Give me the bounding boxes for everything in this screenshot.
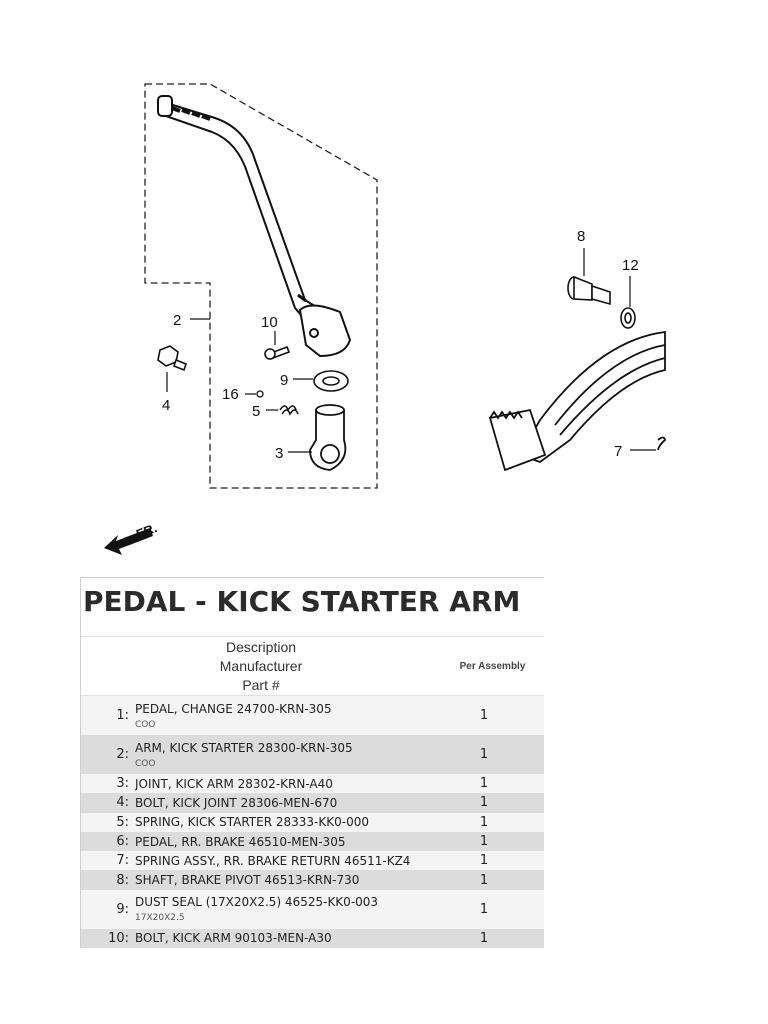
- row-number: 5:: [116, 814, 129, 830]
- leader-lines: [166, 248, 656, 453]
- row-part-description: BOLT, KICK JOINT 28306-MEN-670: [135, 795, 338, 810]
- row-part-description: PEDAL, CHANGE 24700-KRN-305: [135, 701, 332, 716]
- table-row: 5: SPRING, KICK STARTER 28333-KK0-000 1: [81, 812, 544, 832]
- kick-starter-arm: [157, 95, 352, 358]
- row-description: PEDAL, CHANGE 24700-KRN-305 COO: [135, 702, 410, 730]
- steel-ball: [256, 390, 264, 398]
- table-row: 2: ARM, KICK STARTER 28300-KRN-305 COO 1: [81, 735, 544, 774]
- washer: [620, 307, 636, 329]
- assembly-boundary: [144, 83, 378, 489]
- dust-seal: [313, 370, 349, 392]
- callout-16: 16: [222, 386, 239, 403]
- callout-3: 3: [275, 445, 283, 462]
- row-quantity: 1: [479, 708, 489, 723]
- row-number: 9:: [116, 901, 129, 917]
- row-quantity: 1: [479, 814, 489, 830]
- row-quantity: 1: [479, 930, 489, 946]
- callout-2: 2: [173, 312, 181, 329]
- row-part-description: PEDAL, RR. BRAKE 46510-MEN-305: [135, 834, 346, 849]
- header-description: Description: [225, 638, 297, 655]
- callout-7: 7: [614, 443, 622, 460]
- callout-4: 4: [162, 397, 170, 414]
- row-description: DUST SEAL (17X20X2.5) 46525-KK0-003 17X2…: [135, 895, 410, 923]
- row-number: 8:: [116, 872, 129, 888]
- table-row: 6: PEDAL, RR. BRAKE 46510-MEN-305 1: [81, 831, 544, 852]
- front-direction-arrow: FR.: [104, 520, 159, 555]
- callout-10: 10: [261, 314, 278, 331]
- header-description-column: Description Manufacturer Part #: [81, 638, 441, 695]
- kick-starter-spring: [279, 405, 299, 416]
- row-manufacturer: 17X20X2.5: [135, 913, 185, 924]
- parts-diagram: 2 4 10 9 16 5 3 8 12 7 FR.: [104, 83, 666, 555]
- row-number: 6:: [116, 834, 129, 850]
- row-number: 2:: [116, 747, 129, 762]
- header-part-number: Part #: [242, 676, 280, 693]
- row-number: 1:: [116, 708, 129, 723]
- row-quantity: 1: [479, 834, 489, 850]
- row-quantity: 1: [479, 776, 489, 792]
- row-description: ARM, KICK STARTER 28300-KRN-305 COO: [135, 741, 410, 769]
- table-row: 10: BOLT, KICK ARM 90103-MEN-A30 1: [81, 928, 544, 949]
- table-row: 3: JOINT, KICK ARM 28302-KRN-A40 1: [81, 774, 544, 794]
- table-header: Description Manufacturer Part # Per Asse…: [81, 637, 544, 696]
- kick-arm-joint: [309, 404, 347, 471]
- row-quantity: 1: [479, 795, 489, 811]
- row-part-description: SPRING, KICK STARTER 28333-KK0-000: [135, 815, 369, 830]
- row-quantity: 1: [479, 901, 489, 917]
- row-number: 7:: [116, 853, 129, 869]
- table-row: 9: DUST SEAL (17X20X2.5) 46525-KK0-003 1…: [81, 889, 544, 929]
- rear-brake-pedal: [488, 330, 666, 472]
- callout-8: 8: [577, 228, 585, 245]
- callout-5: 5: [252, 403, 260, 420]
- bolt-kick-arm: [264, 345, 291, 360]
- header-manufacturer: Manufacturer: [219, 657, 303, 674]
- row-number: 3:: [116, 776, 129, 792]
- row-part-description: SPRING ASSY., RR. BRAKE RETURN 46511-KZ4…: [135, 853, 410, 868]
- row-quantity: 1: [479, 853, 489, 869]
- row-part-description: JOINT, KICK ARM 28302-KRN-A40: [135, 776, 333, 791]
- row-manufacturer: COO: [135, 758, 156, 769]
- front-direction-label: FR.: [134, 520, 159, 542]
- bolt-kick-joint: [157, 345, 187, 372]
- row-part-description: SHAFT, BRAKE PIVOT 46513-KRN-730: [135, 873, 360, 888]
- parts-list: PEDAL - KICK STARTER ARM Description Man…: [80, 577, 544, 949]
- table-row: 8: SHAFT, BRAKE PIVOT 46513-KRN-730 1: [81, 870, 544, 890]
- table-row: 1: PEDAL, CHANGE 24700-KRN-305 COO 1: [81, 696, 544, 735]
- header-per-assembly: Per Assembly: [459, 660, 526, 672]
- row-number: 4:: [116, 795, 129, 811]
- callout-9: 9: [280, 372, 288, 389]
- table-body: 1: PEDAL, CHANGE 24700-KRN-305 COO 1 2: …: [81, 696, 544, 949]
- row-quantity: 1: [479, 747, 489, 762]
- callout-12: 12: [622, 257, 639, 274]
- row-number: 10:: [108, 930, 129, 946]
- row-part-description: BOLT, KICK ARM 90103-MEN-A30: [135, 931, 332, 946]
- table-row: 4: BOLT, KICK JOINT 28306-MEN-670 1: [81, 793, 544, 813]
- brake-pivot-shaft: [567, 275, 611, 306]
- row-quantity: 1: [479, 872, 489, 888]
- page-title: PEDAL - KICK STARTER ARM: [81, 578, 544, 637]
- row-part-description: ARM, KICK STARTER 28300-KRN-305: [135, 740, 353, 755]
- table-row: 7: SPRING ASSY., RR. BRAKE RETURN 46511-…: [81, 851, 544, 871]
- row-part-description: DUST SEAL (17X20X2.5) 46525-KK0-003: [135, 895, 379, 910]
- row-manufacturer: COO: [135, 719, 156, 730]
